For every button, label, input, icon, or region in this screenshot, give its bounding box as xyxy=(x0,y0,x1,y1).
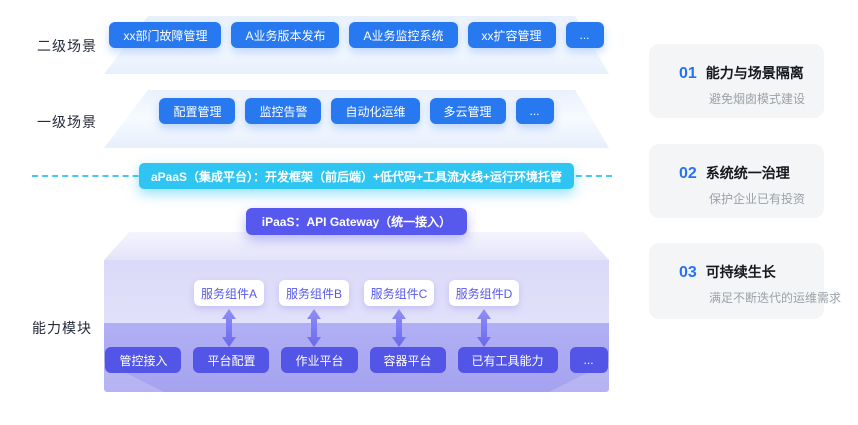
platform-button-more[interactable]: ... xyxy=(569,347,608,373)
scenario2-button-fault-mgmt[interactable]: xx部门故障管理 xyxy=(109,22,222,48)
scenario2-button-monitor-system[interactable]: A业务监控系统 xyxy=(349,22,458,48)
benefit-description: 保护企业已有投资 xyxy=(709,192,806,206)
service-component-b[interactable]: 服务组件B xyxy=(279,280,349,306)
apaas-banner[interactable]: aPaaS（集成平台）：开发框架（前后端）+低代码+工具流水线+运行环境托管 xyxy=(138,163,575,189)
ipaas-gateway-button[interactable]: iPaaS：API Gateway（统一接入） xyxy=(245,208,468,235)
service-component-row: 服务组件A 服务组件B 服务组件C 服务组件D xyxy=(104,280,609,306)
benefit-card-2: 02 系统统一治理 保护企业已有投资 xyxy=(649,144,824,218)
benefit-card-3-header: 03 可持续生长 xyxy=(649,243,824,282)
primary-scenario-row: 配置管理 监控告警 自动化运维 多云管理 ... xyxy=(104,98,609,124)
label-capability-module: 能力模块 xyxy=(32,320,92,336)
benefit-card-1-header: 01 能力与场景隔离 xyxy=(649,44,824,83)
service-component-d[interactable]: 服务组件D xyxy=(449,280,519,306)
benefit-title: 可持续生长 xyxy=(705,264,776,280)
platform-button-platform-config[interactable]: 平台配置 xyxy=(193,347,270,373)
benefit-description: 满足不断迭代的运维需求 xyxy=(709,291,842,305)
service-component-c[interactable]: 服务组件C xyxy=(364,280,434,306)
benefit-title: 能力与场景隔离 xyxy=(705,65,804,81)
double-arrow-icon xyxy=(477,309,491,347)
double-arrow-icon xyxy=(307,309,321,347)
apaas-banner-wrap: aPaaS（集成平台）：开发框架（前后端）+低代码+工具流水线+运行环境托管 xyxy=(104,163,609,189)
scenario1-button-automation-ops[interactable]: 自动化运维 xyxy=(331,98,420,124)
capability-box-upper-face xyxy=(104,260,609,323)
secondary-scenario-row: xx部门故障管理 A业务版本发布 A业务监控系统 xx扩容管理 ... xyxy=(104,22,609,48)
scenario1-button-monitor-alert[interactable]: 监控告警 xyxy=(245,98,322,124)
capability-box-top-face xyxy=(104,232,609,260)
scenario1-button-config-mgmt[interactable]: 配置管理 xyxy=(159,98,236,124)
scenario1-button-more[interactable]: ... xyxy=(515,98,554,124)
benefit-card-3: 03 可持续生长 满足不断迭代的运维需求 xyxy=(649,243,842,319)
label-secondary-scenario: 二级场景 xyxy=(37,38,97,54)
benefit-number: 03 xyxy=(679,264,697,281)
platform-button-job-platform[interactable]: 作业平台 xyxy=(281,347,358,373)
benefit-number: 02 xyxy=(679,165,697,182)
platform-button-control-access[interactable]: 管控接入 xyxy=(105,347,182,373)
benefit-description: 避免烟囱模式建设 xyxy=(709,92,806,106)
scenario1-button-multicloud-mgmt[interactable]: 多云管理 xyxy=(429,98,506,124)
benefit-card-1: 01 能力与场景隔离 避免烟囱模式建设 xyxy=(649,44,824,118)
double-arrow-icon xyxy=(392,309,406,347)
benefit-card-2-header: 02 系统统一治理 xyxy=(649,144,824,183)
platform-button-row: 管控接入 平台配置 作业平台 容器平台 已有工具能力 ... xyxy=(104,347,609,373)
scenario2-button-version-release[interactable]: A业务版本发布 xyxy=(231,22,340,48)
scenario2-button-scaling-mgmt[interactable]: xx扩容管理 xyxy=(467,22,556,48)
scenario2-button-more[interactable]: ... xyxy=(565,22,604,48)
capability-box: 服务组件A 服务组件B 服务组件C 服务组件D 管控接入 平台配置 作业平台 容… xyxy=(104,232,609,392)
ipaas-button-wrap: iPaaS：API Gateway（统一接入） xyxy=(104,208,609,235)
platform-button-container-platform[interactable]: 容器平台 xyxy=(369,347,446,373)
label-primary-scenario: 一级场景 xyxy=(37,114,97,130)
benefit-title: 系统统一治理 xyxy=(705,165,790,181)
platform-button-existing-tools[interactable]: 已有工具能力 xyxy=(457,347,558,373)
benefit-number: 01 xyxy=(679,65,697,82)
double-arrow-icon xyxy=(222,309,236,347)
service-component-a[interactable]: 服务组件A xyxy=(194,280,264,306)
